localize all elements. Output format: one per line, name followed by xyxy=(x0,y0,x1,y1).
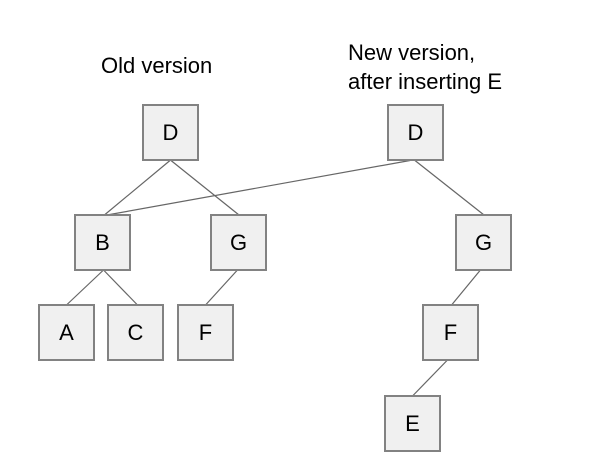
node-old-c: C xyxy=(107,304,164,361)
new-version-title: New version, after inserting E xyxy=(348,38,502,96)
edge-old-d-to-old-g xyxy=(170,160,240,216)
edge-old-b-to-old-a xyxy=(66,270,104,305)
edge-old-g-to-old-f xyxy=(205,270,238,305)
node-old-f: F xyxy=(177,304,234,361)
edge-new-d-to-new-g xyxy=(414,160,485,216)
node-new-e: E xyxy=(384,395,441,452)
edge-old-d-to-old-b xyxy=(104,160,171,215)
node-old-g: G xyxy=(210,214,267,271)
edge-old-b-to-old-c xyxy=(103,270,138,305)
old-version-title: Old version xyxy=(101,53,213,78)
new-version-title-line1: New version, xyxy=(348,40,476,65)
node-old-d: D xyxy=(142,104,199,161)
node-new-d: D xyxy=(387,104,444,161)
edge-new-d-to-shared-old-b xyxy=(106,159,411,216)
node-new-g: G xyxy=(455,214,512,271)
node-old-a: A xyxy=(38,304,95,361)
node-new-f: F xyxy=(422,304,479,361)
edge-new-f-to-new-e xyxy=(412,360,448,396)
node-old-b: B xyxy=(74,214,131,271)
edge-new-g-to-new-f xyxy=(451,270,481,305)
new-version-title-line2: after inserting E xyxy=(348,69,503,94)
